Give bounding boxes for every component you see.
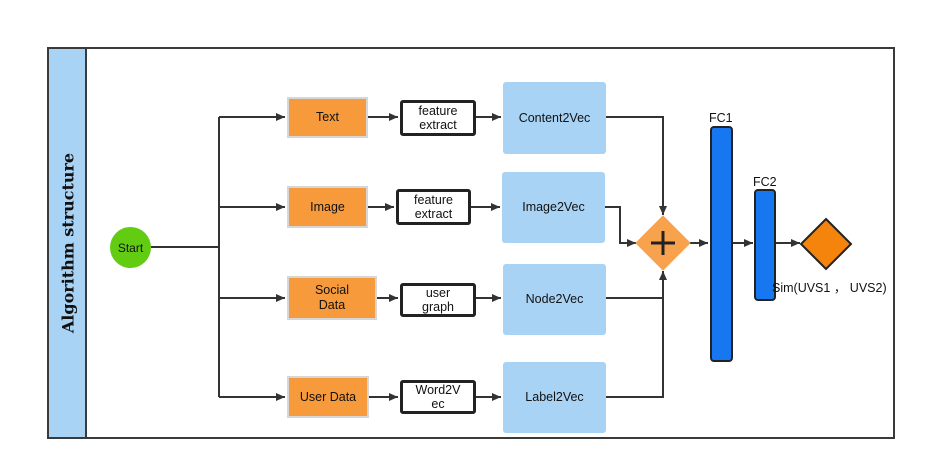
arrow-label-combine <box>606 271 667 398</box>
embedding-content2vec: Content2Vec <box>503 82 606 154</box>
input-text: Text <box>287 97 368 138</box>
input-image: Image <box>287 186 368 228</box>
side-band <box>49 49 87 437</box>
extractor-feature-image: feature extract <box>396 189 471 225</box>
extractor-user-graph: user graph <box>400 283 476 317</box>
arrow-content-combine <box>606 116 667 215</box>
diamond-icon <box>799 217 853 271</box>
input-user-data: User Data <box>287 376 369 418</box>
fc2-layer <box>754 189 776 301</box>
fc2-label: FC2 <box>753 175 777 189</box>
arrow-image-combine <box>605 206 636 247</box>
embedding-image2vec: Image2Vec <box>502 172 605 243</box>
fc1-layer <box>710 126 733 362</box>
output-label: Sim(UVS1 ， UVS2) <box>772 281 887 295</box>
extractor-word2vec: Word2V ec <box>400 380 476 414</box>
plus-diamond-icon <box>635 215 691 271</box>
fc1-label: FC1 <box>709 111 733 125</box>
diagram-frame <box>47 47 895 439</box>
embedding-label2vec: Label2Vec <box>503 362 606 433</box>
input-social-data: Social Data <box>287 276 377 320</box>
embedding-node2vec: Node2Vec <box>503 264 606 335</box>
start-node: Start <box>110 227 151 268</box>
extractor-feature-text: feature extract <box>400 100 476 136</box>
